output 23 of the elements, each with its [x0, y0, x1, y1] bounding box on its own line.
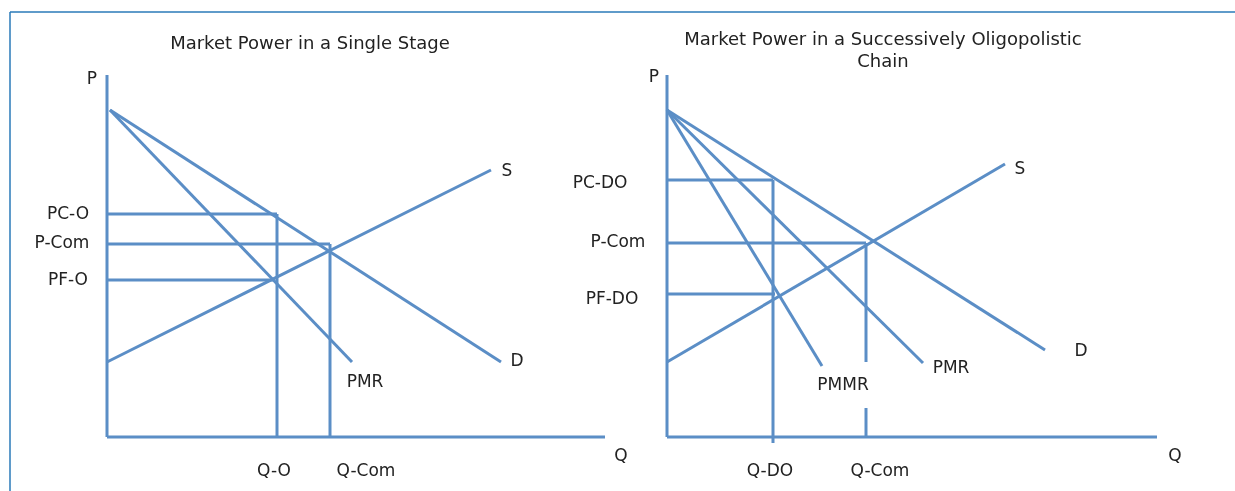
curve-label: D	[1074, 339, 1088, 361]
chart-title: Market Power in a Successively Oligopolistic Chain	[683, 28, 1083, 72]
quantity-label: Q-O	[257, 459, 291, 481]
curve-label: D	[510, 349, 524, 371]
curve-label: S	[501, 159, 513, 181]
curve-label: PMR	[346, 370, 384, 392]
axis-label: P	[648, 65, 660, 87]
price-label: PC-DO	[572, 171, 628, 193]
axis-label: Q	[614, 444, 628, 466]
price-label: PF-O	[48, 268, 88, 290]
curve-label: S	[1014, 157, 1026, 179]
quantity-label: Q-DO	[746, 459, 794, 481]
chart-title: Market Power in a Single Stage	[170, 32, 450, 54]
axis-label: P	[86, 67, 98, 89]
price-label: P-Com	[34, 231, 90, 253]
price-label: PC-O	[46, 202, 90, 224]
axis-label: Q	[1168, 444, 1182, 466]
quantity-label: Q-Com	[336, 459, 396, 481]
price-label: PF-DO	[585, 287, 639, 309]
curve-label: PMR	[932, 356, 970, 378]
price-label: P-Com	[590, 230, 646, 252]
curve-label: PMMR	[817, 373, 869, 395]
quantity-label: Q-Com	[850, 459, 910, 481]
